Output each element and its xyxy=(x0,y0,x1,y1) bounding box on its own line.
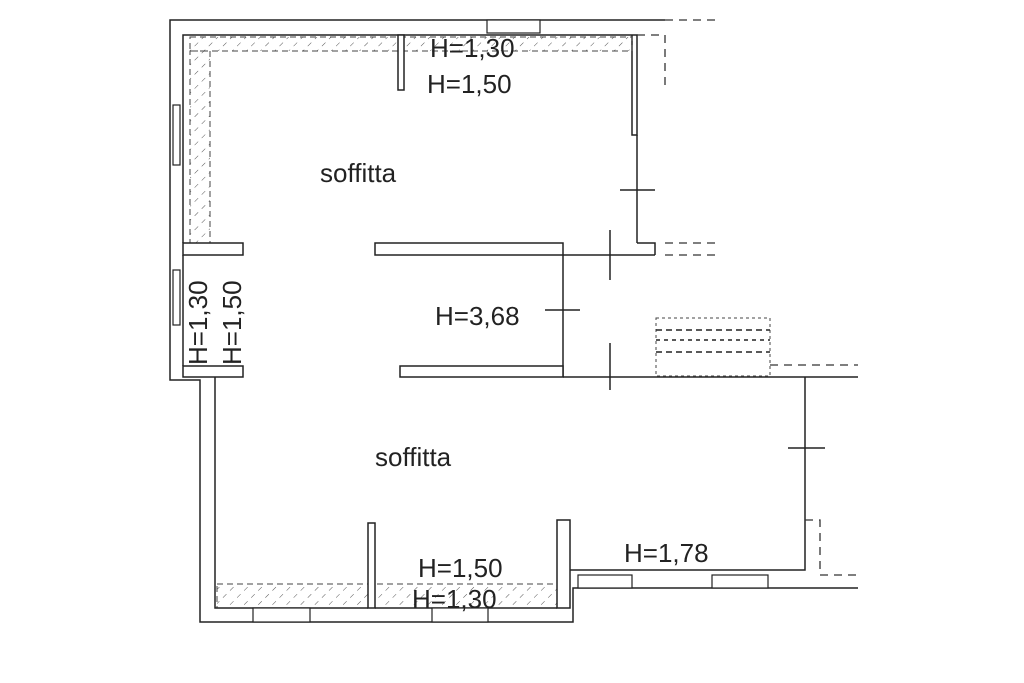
stairs xyxy=(655,317,771,377)
walls xyxy=(169,19,858,623)
height-label: H=1,30 xyxy=(430,33,515,63)
height-label: H=1,50 xyxy=(427,69,512,99)
window xyxy=(172,269,181,326)
room-label: soffitta xyxy=(320,158,397,188)
height-label: H=1,50 xyxy=(217,280,247,365)
window xyxy=(577,574,633,589)
window xyxy=(252,607,311,623)
height-label: H=1,30 xyxy=(412,584,497,614)
height-label: H=1,30 xyxy=(183,280,213,365)
height-label: H=1,78 xyxy=(624,538,709,568)
window xyxy=(711,574,769,589)
window xyxy=(486,19,541,34)
height-label: H=3,68 xyxy=(435,301,520,331)
room-label: soffitta xyxy=(375,442,452,472)
window xyxy=(172,104,181,166)
window xyxy=(431,607,489,623)
height-label: H=1,50 xyxy=(418,553,503,583)
